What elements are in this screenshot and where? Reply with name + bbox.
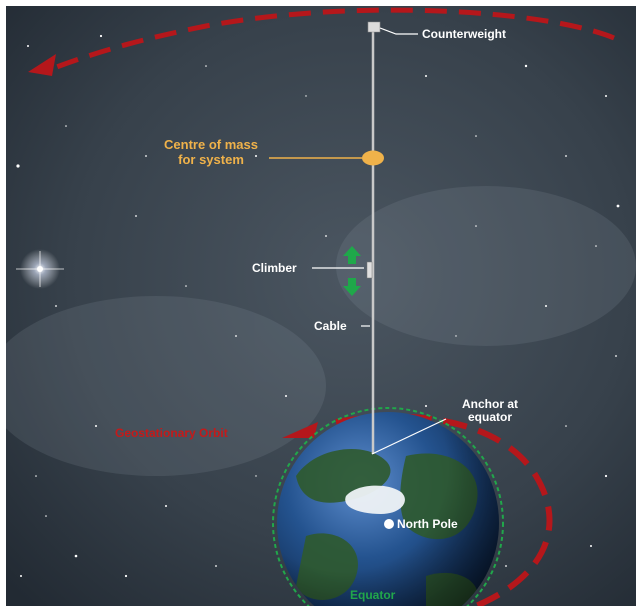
star-field bbox=[16, 34, 620, 578]
climber-pod bbox=[366, 261, 373, 279]
arrow-down-icon bbox=[343, 278, 361, 296]
arrow-up-icon bbox=[343, 246, 361, 264]
earth-globe bbox=[272, 407, 504, 606]
nebula-haze bbox=[6, 186, 636, 476]
climber-label: Climber bbox=[252, 261, 297, 275]
diagram-canvas: Geostationary Orbit North Pole Equator C… bbox=[6, 6, 636, 606]
counterweight-label: Counterweight bbox=[422, 27, 506, 41]
equator-label: Equator bbox=[350, 588, 396, 602]
geostationary-orbit-label: Geostationary Orbit bbox=[115, 426, 228, 440]
space-elevator-diagram: Geostationary Orbit North Pole Equator C… bbox=[6, 6, 636, 606]
upper-orbit-arc bbox=[53, 7, 615, 71]
anchor-label-line2: equator bbox=[468, 410, 512, 424]
centre-of-mass-label-line1: Centre of mass bbox=[164, 137, 258, 152]
north-pole-marker bbox=[384, 519, 394, 529]
counterweight-block bbox=[367, 21, 381, 33]
orbit-arrow-left-icon bbox=[282, 422, 318, 438]
centre-of-mass-marker bbox=[362, 150, 384, 166]
centre-of-mass-label-line2: for system bbox=[178, 152, 244, 167]
arrow-left-icon bbox=[28, 54, 56, 76]
counterweight-leader bbox=[379, 27, 418, 35]
anchor-leader bbox=[371, 418, 447, 455]
cable-label: Cable bbox=[314, 319, 347, 333]
north-pole-label: North Pole bbox=[397, 517, 458, 531]
anchor-label-line1: Anchor at bbox=[462, 397, 518, 411]
equator-ring bbox=[272, 407, 504, 606]
star-glint-icon bbox=[16, 249, 64, 289]
